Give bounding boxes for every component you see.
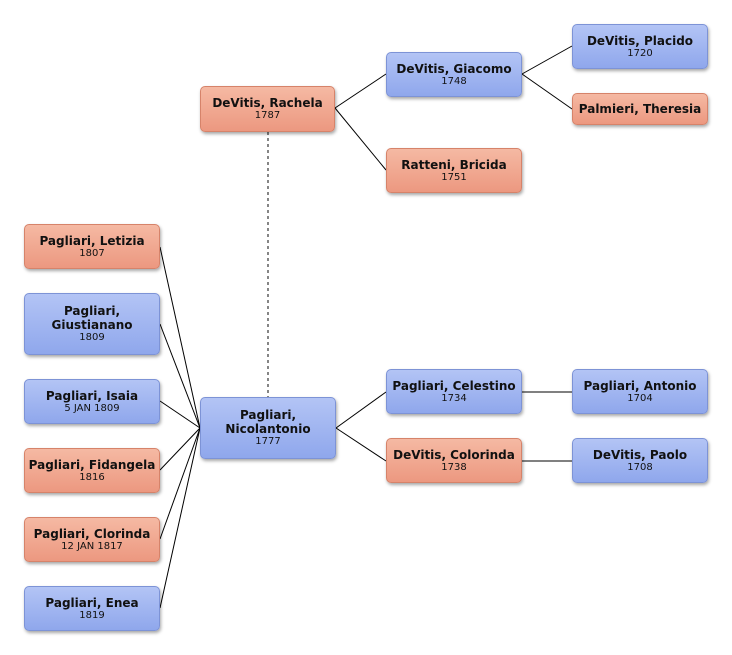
- person-card-theresia[interactable]: Palmieri, Theresia: [572, 93, 708, 125]
- person-card-isaia[interactable]: Pagliari, Isaia 5 JAN 1809: [24, 379, 160, 424]
- person-name: Pagliari, Clorinda: [33, 526, 151, 541]
- link-rachela-giacomo: [334, 73, 387, 109]
- person-date: 12 JAN 1817: [61, 540, 123, 552]
- link-enea: [159, 427, 201, 609]
- person-name: DeVitis, Placido: [586, 33, 694, 48]
- person-date: 1720: [627, 47, 653, 59]
- person-name: Pagliari, Nicolantonio: [225, 408, 311, 436]
- link-clorinda: [159, 427, 201, 540]
- person-card-rachela[interactable]: DeVitis, Rachela 1787: [200, 86, 335, 132]
- person-date: 1787: [254, 110, 281, 121]
- link-nicolantonio-colorinda: [335, 427, 387, 462]
- person-card-celestino[interactable]: Pagliari, Celestino 1734: [386, 369, 522, 414]
- person-name: Pagliari, Enea: [45, 595, 139, 610]
- person-card-giustianano[interactable]: Pagliari, Giustianano 1809: [24, 293, 160, 355]
- link-isaia: [159, 400, 201, 429]
- person-date: 5 JAN 1809: [64, 402, 120, 414]
- link-fidangela: [159, 427, 201, 471]
- person-card-enea[interactable]: Pagliari, Enea 1819: [24, 586, 160, 631]
- person-name: Pagliari, Antonio: [583, 378, 697, 393]
- person-name: Pagliari, Fidangela: [28, 457, 156, 472]
- person-name: DeVitis, Paolo: [592, 447, 688, 462]
- person-card-placido[interactable]: DeVitis, Placido 1720: [572, 24, 708, 69]
- person-date: 1734: [441, 392, 467, 404]
- person-name: DeVitis, Giacomo: [396, 61, 512, 76]
- link-rachela-bricida: [334, 107, 387, 171]
- person-card-nicolantonio[interactable]: Pagliari, Nicolantonio 1777: [200, 397, 336, 459]
- link-nicolantonio-celestino: [335, 391, 387, 429]
- person-date: 1816: [79, 471, 105, 483]
- person-card-paolo[interactable]: DeVitis, Paolo 1708: [572, 438, 708, 483]
- person-name: Palmieri, Theresia: [578, 102, 702, 116]
- person-date: 1777: [255, 436, 281, 447]
- person-date: 1738: [441, 461, 467, 473]
- person-date: 1819: [79, 609, 105, 621]
- person-card-clorinda[interactable]: Pagliari, Clorinda 12 JAN 1817: [24, 517, 160, 562]
- person-name: Pagliari, Celestino: [392, 378, 516, 393]
- person-name: Pagliari, Isaia: [45, 388, 139, 403]
- person-name: Pagliari, Letizia: [39, 233, 145, 248]
- person-date: 1807: [79, 247, 105, 259]
- person-card-antonio[interactable]: Pagliari, Antonio 1704: [572, 369, 708, 414]
- person-card-bricida[interactable]: Ratteni, Bricida 1751: [386, 148, 522, 193]
- link-giustianano: [159, 323, 201, 429]
- person-name: DeVitis, Colorinda: [393, 447, 515, 462]
- person-date: 1751: [441, 171, 467, 183]
- person-date: 1809: [79, 332, 105, 343]
- person-card-giacomo[interactable]: DeVitis, Giacomo 1748: [386, 52, 522, 97]
- person-name: DeVitis, Rachela: [212, 96, 323, 110]
- person-date: 1748: [441, 75, 467, 87]
- person-card-colorinda[interactable]: DeVitis, Colorinda 1738: [386, 438, 522, 483]
- person-card-fidangela[interactable]: Pagliari, Fidangela 1816: [24, 448, 160, 493]
- link-giacomo-placido: [521, 45, 573, 75]
- person-card-letizia[interactable]: Pagliari, Letizia 1807: [24, 224, 160, 269]
- link-letizia: [159, 246, 201, 429]
- person-date: 1708: [627, 461, 653, 473]
- person-name: Ratteni, Bricida: [401, 157, 507, 172]
- link-giacomo-theresia: [521, 73, 573, 110]
- person-date: 1704: [627, 392, 653, 404]
- person-name: Pagliari, Giustianano: [51, 304, 133, 332]
